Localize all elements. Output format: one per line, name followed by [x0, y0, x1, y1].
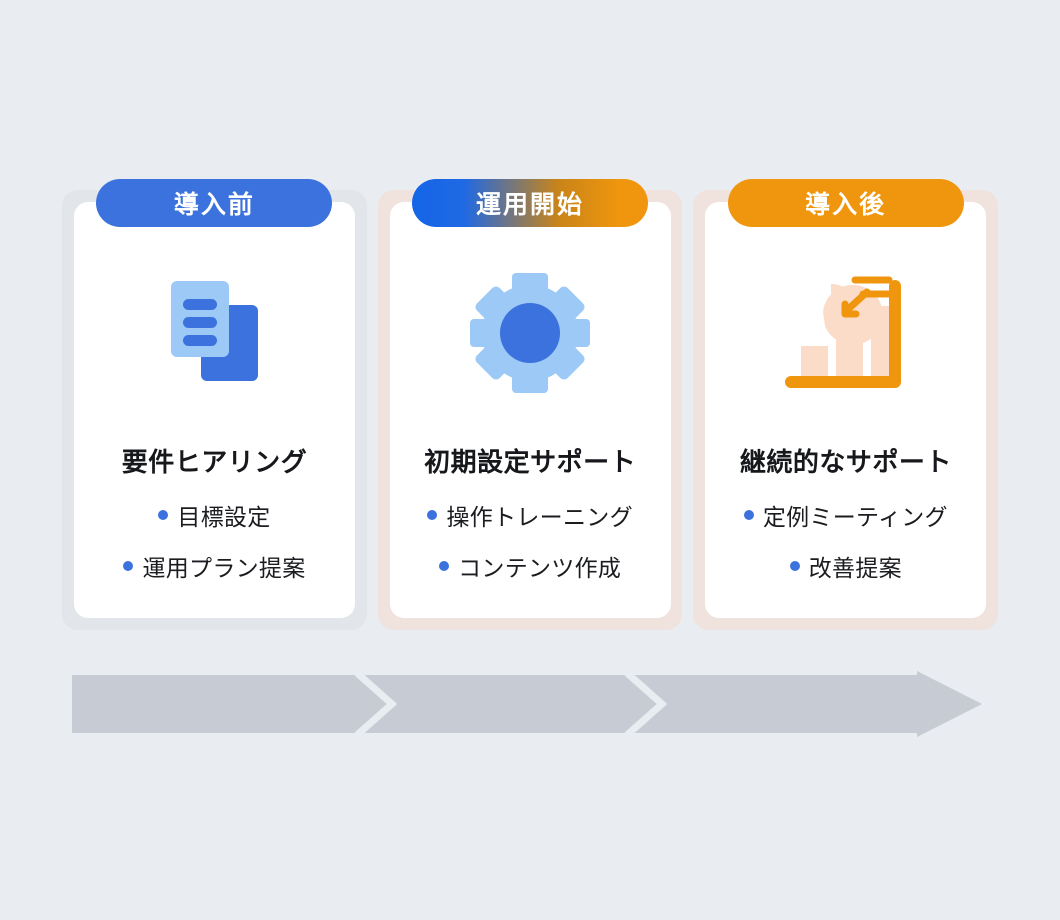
step-icon-3	[705, 260, 986, 405]
step-card-body-1: 要件ヒアリング 目標設定 運用プラン提案	[74, 202, 355, 618]
step-bullets-3: 定例ミーティング 改善提案	[705, 498, 986, 583]
step-icon-1	[74, 260, 355, 405]
bullet-dot-icon	[789, 561, 800, 571]
arrow-separator-2	[624, 670, 668, 738]
bullet-dot-icon	[158, 510, 169, 520]
step-bullets-1: 目標設定 運用プラン提案	[74, 498, 355, 583]
gear-icon	[470, 272, 591, 393]
step-title-1: 要件ヒアリング	[121, 447, 308, 477]
bullet-label: コンテンツ作成	[458, 555, 622, 581]
list-item: 運用プラン提案	[123, 549, 305, 583]
list-item: 操作トレーニング	[427, 498, 633, 532]
arrow-separator-1	[354, 670, 398, 738]
bullet-dot-icon	[123, 561, 134, 571]
list-item: 改善提案	[789, 549, 902, 583]
step-card-2[interactable]: 運用開始	[377, 179, 683, 630]
bullet-dot-icon	[743, 510, 754, 520]
bullet-dot-icon	[427, 510, 438, 520]
progress-arrow-shape	[72, 670, 982, 738]
bar-chart-icon	[784, 276, 901, 388]
progress-arrow	[72, 670, 982, 738]
step-card-body-3: 継続的なサポート 定例ミーティング 改善提案	[705, 202, 987, 618]
bullet-label: 目標設定	[177, 504, 271, 530]
bullet-label: 運用プラン提案	[142, 555, 306, 581]
step-card-1[interactable]: 導入前 要件ヒアリング 目標設定	[62, 179, 367, 630]
list-item: 定例ミーティング	[743, 498, 948, 532]
step-badge-1: 導入前	[96, 179, 333, 227]
step-bullets-2: 操作トレーニング コンテンツ作成	[390, 498, 671, 583]
list-item: 目標設定	[158, 498, 270, 532]
step-card-3[interactable]: 導入後	[693, 179, 999, 630]
step-title-2: 初期設定サポート	[424, 447, 637, 477]
bullet-label: 改善提案	[808, 555, 902, 581]
bullet-label: 操作トレーニング	[446, 504, 633, 530]
documents-icon	[171, 280, 258, 381]
step-title-3: 継続的なサポート	[739, 447, 952, 477]
bullet-label: 定例ミーティング	[762, 504, 948, 530]
step-card-body-2: 初期設定サポート 操作トレーニング コンテンツ作成	[389, 202, 671, 618]
bullet-dot-icon	[439, 561, 450, 571]
steps-row: 導入前 要件ヒアリング 目標設定	[62, 179, 999, 630]
list-item: コンテンツ作成	[439, 549, 621, 583]
step-icon-2	[390, 260, 671, 405]
step-badge-3: 導入後	[727, 179, 964, 227]
step-badge-2: 運用開始	[412, 179, 648, 227]
